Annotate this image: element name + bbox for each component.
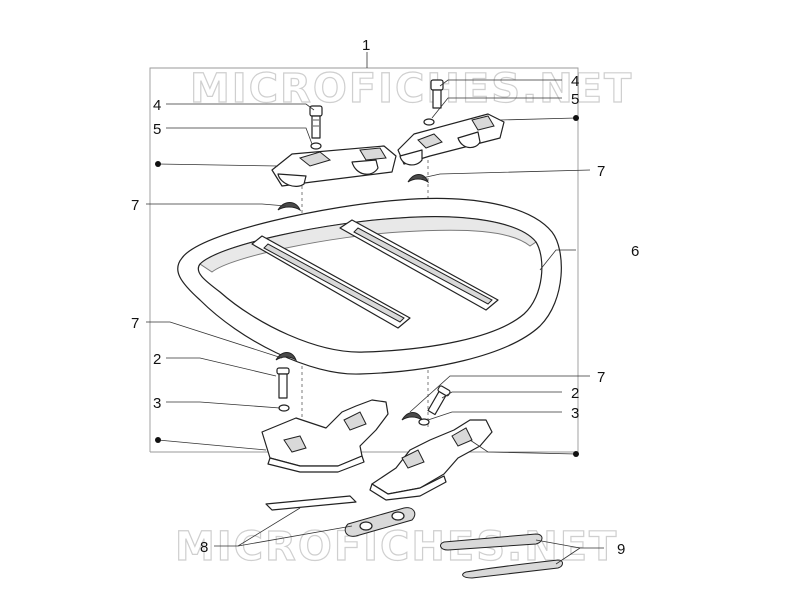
pin-lower-left	[276, 367, 290, 399]
assembly-frame	[149, 67, 579, 453]
callout-6: 6	[631, 243, 639, 260]
lower-left-support	[261, 399, 389, 473]
clip-upper-right	[407, 174, 430, 184]
callout-3-right: 3	[571, 405, 579, 422]
screw-upper-left	[309, 105, 323, 139]
lower-right-support	[369, 419, 493, 501]
callout-7-upper-right: 7	[597, 163, 605, 180]
callout-8: 8	[200, 539, 208, 556]
callout-7-upper-left: 7	[131, 197, 139, 214]
upper-right-clamp	[397, 113, 505, 166]
gasket-right	[344, 507, 416, 537]
washer-upper-right	[423, 118, 435, 126]
washer-lower-left	[278, 404, 290, 412]
leader-lines	[146, 52, 604, 565]
reference-dots	[155, 115, 579, 457]
pad-lower	[462, 559, 563, 579]
callout-labels: 1 4 5 4 5 7 7 6 7 2 3 7 2 3 8 9	[131, 37, 639, 558]
washer-lower-right	[418, 418, 430, 426]
callout-9: 9	[617, 541, 625, 558]
pad-upper	[440, 533, 543, 551]
screw-upper-right	[430, 79, 444, 109]
callout-4-right: 4	[571, 73, 579, 90]
callout-4-left: 4	[153, 97, 161, 114]
watermark-top: MICROFICHES.NET	[190, 66, 633, 112]
callout-7-lower-left: 7	[131, 315, 139, 332]
luggage-rack	[177, 197, 562, 375]
gasket-left	[265, 495, 357, 511]
clip-upper-left	[277, 202, 302, 212]
clip-lower-right	[401, 412, 424, 422]
washer-upper-left	[310, 142, 322, 150]
callout-7-lower-right: 7	[597, 369, 605, 386]
callout-5-right: 5	[571, 91, 579, 108]
callout-3-left: 3	[153, 395, 161, 412]
callout-2-left: 2	[153, 351, 161, 368]
callout-1: 1	[362, 37, 370, 54]
callout-5-left: 5	[153, 121, 161, 138]
upper-left-clamp	[271, 145, 397, 187]
callout-2-right: 2	[571, 385, 579, 402]
pin-lower-right	[427, 385, 451, 416]
